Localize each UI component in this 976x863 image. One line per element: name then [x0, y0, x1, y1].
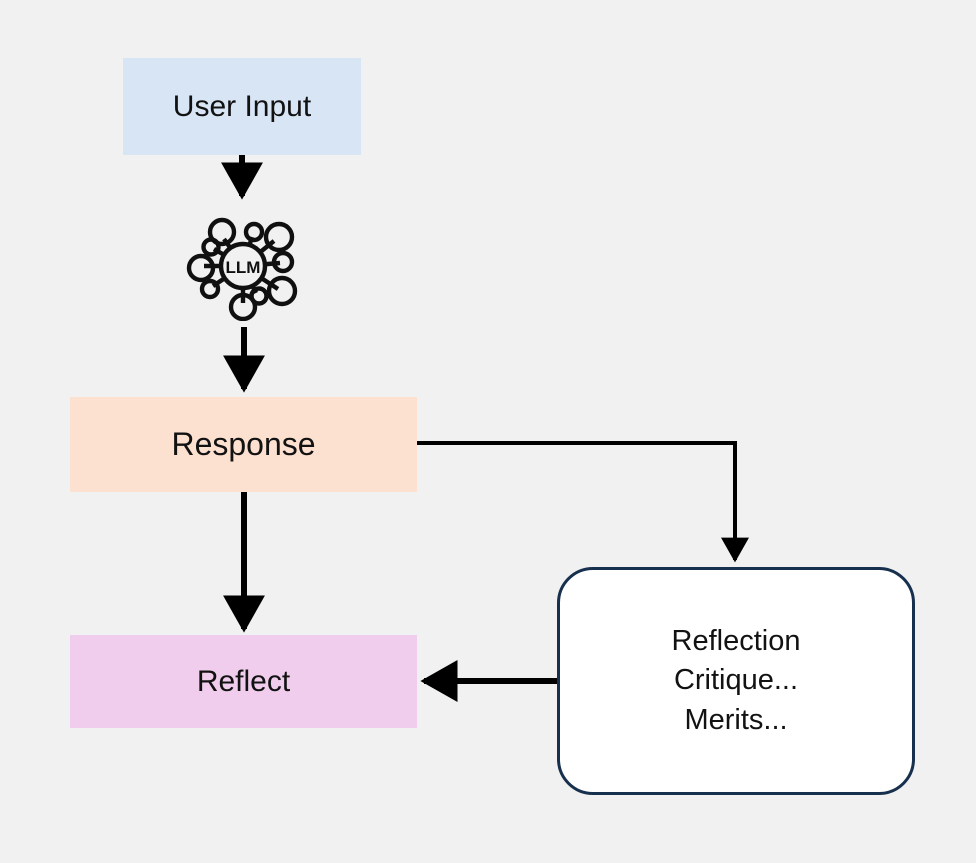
node-reflection-line-1: Reflection [671, 624, 801, 657]
node-reflection[interactable]: Reflection Critique... Merits... [557, 567, 915, 795]
node-user-input[interactable]: User Input [123, 58, 361, 155]
node-response-label: Response [171, 426, 316, 462]
llm-network-icon[interactable]: LLM [186, 211, 300, 321]
llm-icon-label: LLM [226, 258, 261, 277]
node-reflect[interactable]: Reflect [70, 635, 417, 728]
node-reflect-label: Reflect [196, 664, 291, 698]
node-response[interactable]: Response [70, 397, 417, 492]
node-user-input-label: User Input [172, 89, 312, 123]
edge-response-to-reflection [417, 441, 749, 563]
node-reflection-line-2: Critique... [673, 664, 799, 697]
node-reflection-line-3: Merits... [684, 703, 788, 736]
